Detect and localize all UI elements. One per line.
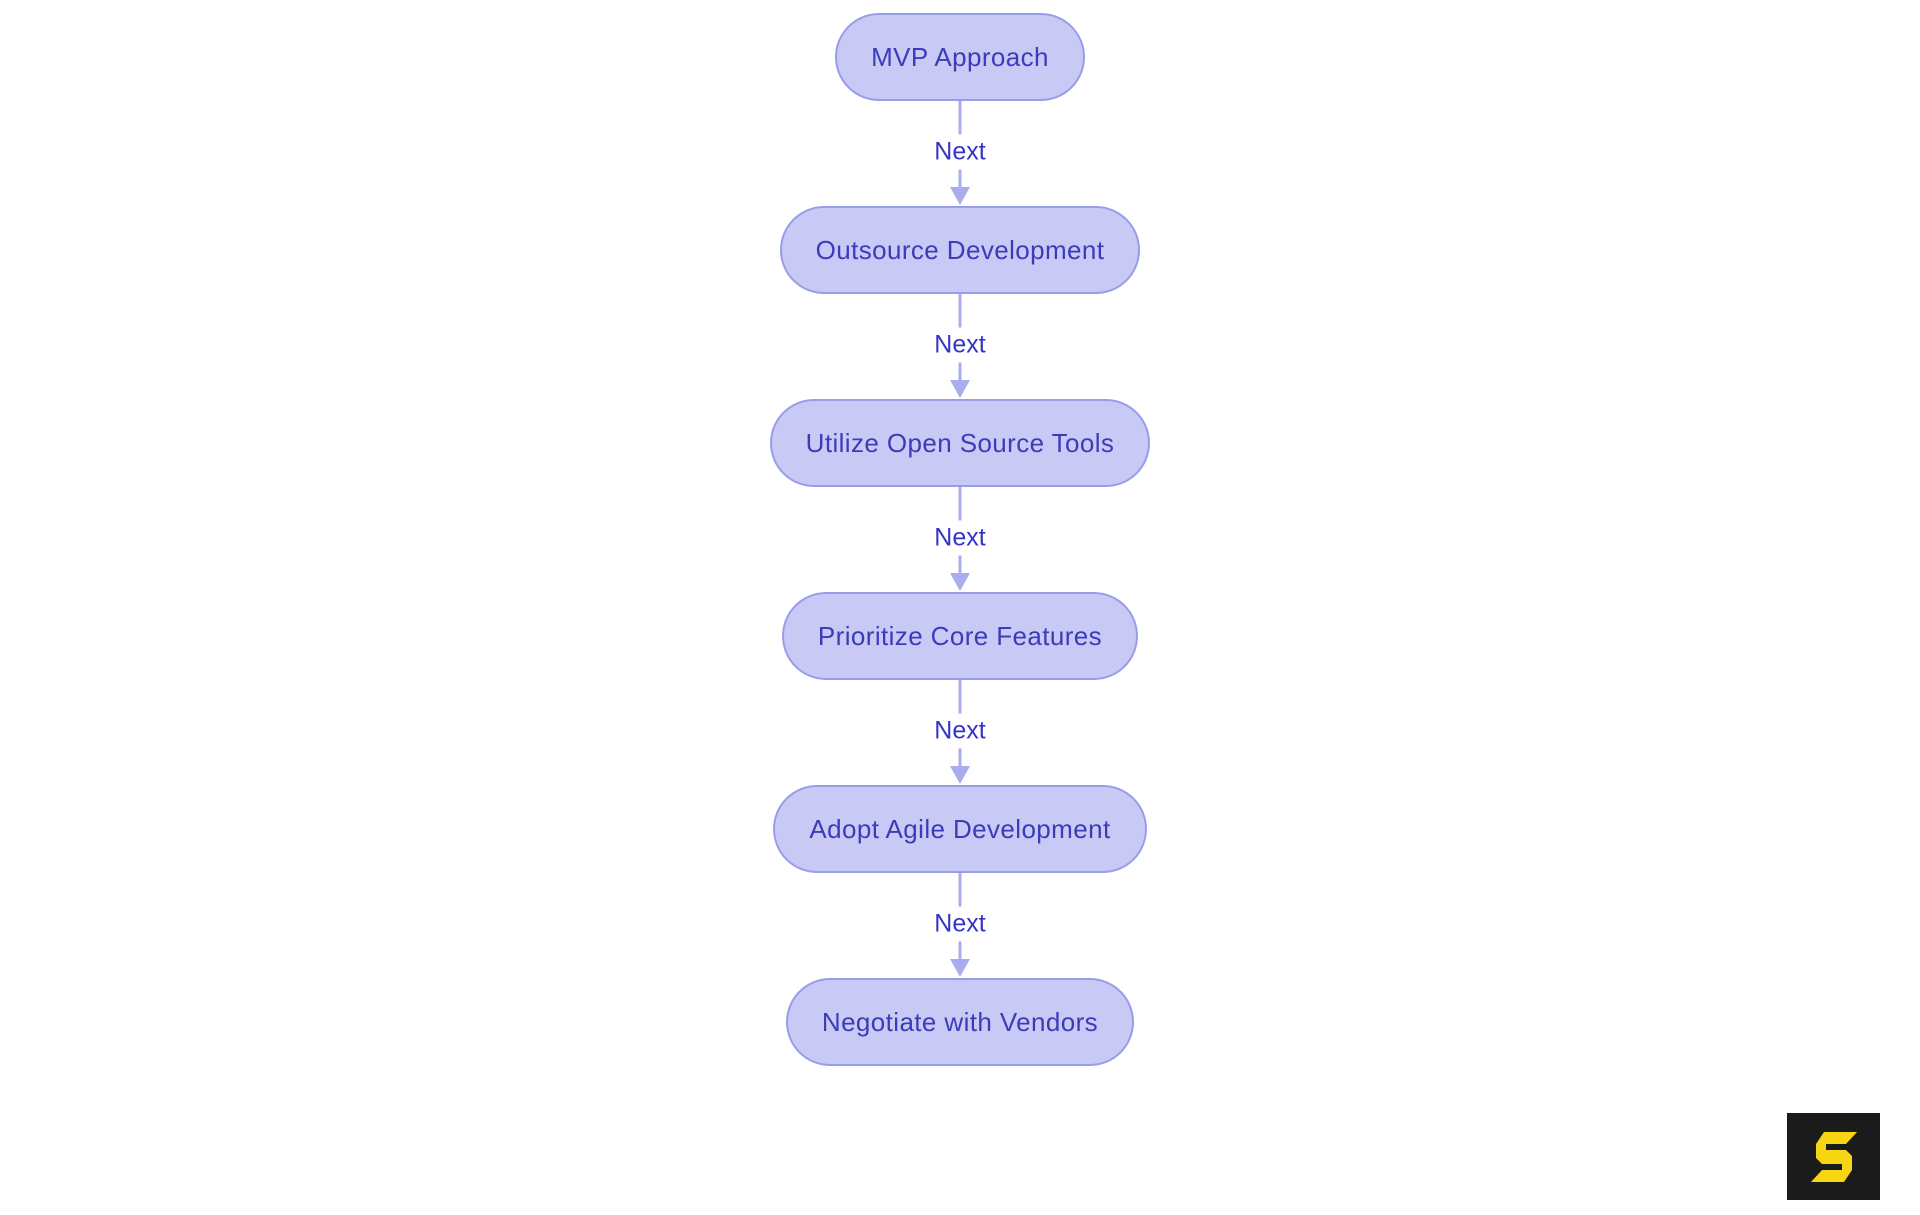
arrow-down-icon bbox=[950, 187, 970, 205]
flow-node-outsource-development: Outsource Development bbox=[779, 206, 1141, 294]
flowchart: MVP Approach Next Outsource Development … bbox=[0, 13, 1920, 1066]
flow-connector: Next bbox=[924, 680, 996, 785]
flow-connector: Next bbox=[924, 294, 996, 399]
flow-connector: Next bbox=[924, 101, 996, 206]
flow-connector: Next bbox=[924, 487, 996, 592]
arrow-down-icon bbox=[950, 380, 970, 398]
flow-node-negotiate-with-vendors: Negotiate with Vendors bbox=[785, 978, 1135, 1066]
edge-label: Next bbox=[924, 713, 996, 749]
flow-node-label: Outsource Development bbox=[815, 234, 1105, 265]
flow-node-label: Utilize Open Source Tools bbox=[805, 427, 1115, 458]
flow-node-prioritize-core-features: Prioritize Core Features bbox=[781, 592, 1139, 680]
flow-node-mvp-approach: MVP Approach bbox=[835, 13, 1085, 101]
flow-connector: Next bbox=[924, 873, 996, 978]
edge-label: Next bbox=[924, 520, 996, 556]
arrow-down-icon bbox=[950, 766, 970, 784]
edge-label: Next bbox=[924, 134, 996, 170]
edge-label: Next bbox=[924, 327, 996, 363]
arrow-down-icon bbox=[950, 573, 970, 591]
flow-node-adopt-agile-development: Adopt Agile Development bbox=[773, 785, 1147, 873]
flow-node-label: Negotiate with Vendors bbox=[821, 1006, 1099, 1037]
s-logo-icon bbox=[1810, 1131, 1857, 1182]
flow-node-utilize-open-source-tools: Utilize Open Source Tools bbox=[769, 399, 1151, 487]
arrow-down-icon bbox=[950, 959, 970, 977]
brand-logo bbox=[1787, 1113, 1880, 1200]
edge-label: Next bbox=[924, 906, 996, 942]
flow-node-label: Prioritize Core Features bbox=[817, 620, 1103, 651]
flow-node-label: MVP Approach bbox=[871, 41, 1049, 72]
flow-node-label: Adopt Agile Development bbox=[809, 813, 1111, 844]
